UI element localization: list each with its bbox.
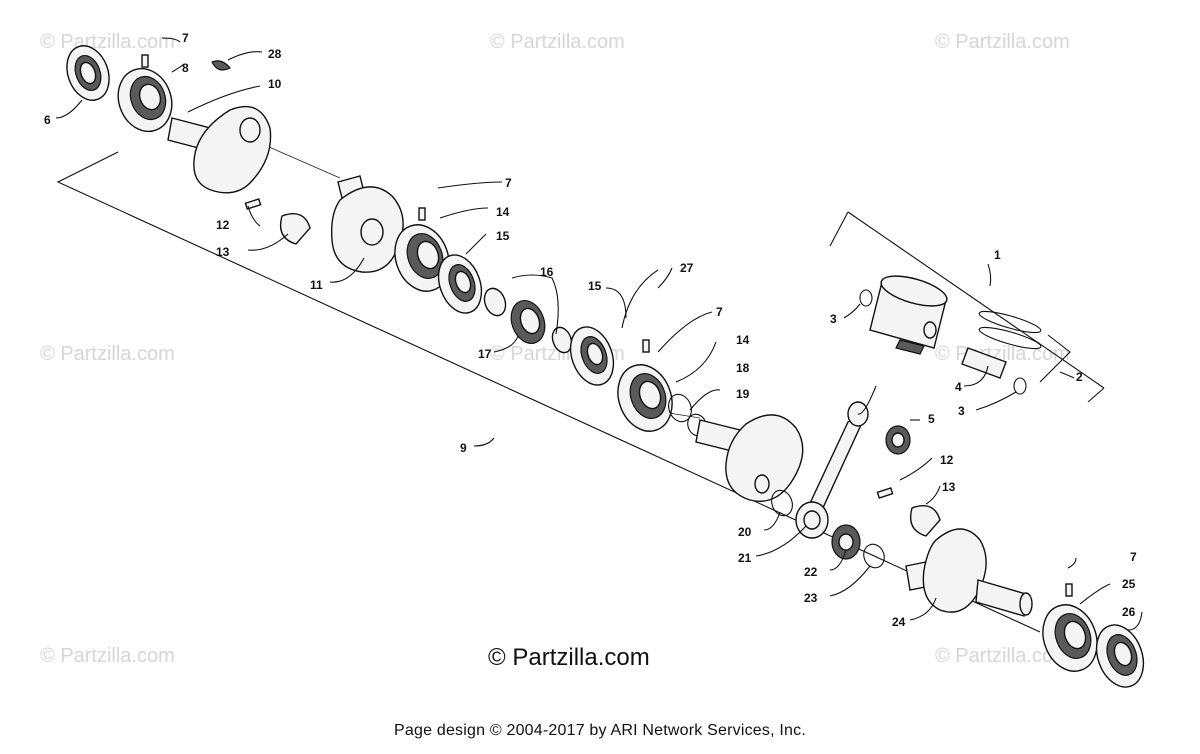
center-copyright: © Partzilla.com [488, 644, 650, 671]
woodruff-key [211, 60, 231, 71]
weight-plug-right [909, 505, 941, 537]
callout-2: 2 [1076, 370, 1083, 384]
callout-23: 23 [804, 591, 818, 605]
piston [869, 275, 948, 355]
needle-bearing-large [831, 524, 861, 560]
callout-25: 25 [1122, 577, 1136, 591]
ring-23 [863, 543, 885, 569]
needle-bearing-small [885, 425, 911, 455]
callout-26: 26 [1122, 605, 1136, 619]
watermark-mid-left: © Partzilla.com [40, 343, 175, 365]
callout-16: 16 [540, 265, 554, 279]
crank-shaft-right [905, 528, 1033, 617]
callout-8: 8 [182, 61, 189, 75]
callout-12-b: 12 [940, 453, 954, 467]
labyrinth-seal [510, 300, 546, 344]
callout-21: 21 [738, 551, 752, 565]
callout-15-a: 15 [496, 229, 510, 243]
callout-3-top: 3 [830, 312, 837, 326]
spacer-2 [551, 326, 573, 354]
bolt-right [876, 487, 894, 499]
ring-18 [668, 393, 692, 423]
callout-22: 22 [804, 565, 818, 579]
snap-ring [621, 269, 659, 329]
bearing-left [117, 67, 173, 133]
callout-13-a: 13 [216, 245, 230, 259]
callout-9: 9 [460, 441, 467, 455]
bolt-left [244, 198, 262, 210]
callout-11: 11 [310, 278, 323, 292]
weight-plug-left [279, 213, 311, 245]
callout-10: 10 [268, 77, 282, 91]
spacer-1 [483, 287, 507, 317]
oil-seal-left [66, 45, 110, 101]
callout-20: 20 [738, 525, 752, 539]
seal-center-1 [437, 254, 483, 314]
dowel-pin [141, 54, 149, 68]
piston-ring-2 [978, 326, 1042, 350]
bearing-center-2 [617, 364, 673, 432]
leader-lines [55, 37, 1143, 631]
callout-4: 4 [955, 380, 962, 394]
ring-bracket [1039, 334, 1071, 383]
callout-27: 27 [680, 261, 694, 275]
crankshaft-assembly-bracket [56, 151, 1041, 633]
callout-7-c: 7 [716, 305, 723, 319]
callout-6: 6 [44, 113, 51, 127]
piston-assembly-bracket [847, 211, 1105, 389]
seal-center-2 [569, 326, 615, 386]
ring-20 [771, 489, 793, 517]
callout-24: 24 [892, 615, 906, 629]
crank-half-right [330, 175, 404, 273]
watermark-bottom-left: © Partzilla.com [40, 645, 175, 667]
callout-3-bottom: 3 [958, 404, 965, 418]
watermark-top-right: © Partzilla.com [935, 31, 1070, 53]
callout-13-b: 13 [942, 480, 956, 494]
callout-14-b: 14 [736, 333, 750, 347]
callout-7-b: 7 [505, 176, 512, 190]
watermark-top-left: © Partzilla.com [40, 31, 175, 53]
circlip-left [859, 289, 873, 307]
connecting-rod [795, 401, 869, 539]
bracket-tick [829, 211, 849, 247]
callout-12-a: 12 [216, 218, 230, 232]
callout-14-a: 14 [496, 205, 510, 219]
bearing-right [1042, 604, 1098, 672]
watermarks: © Partzilla.com © Partzilla.com © Partzi… [40, 31, 1070, 667]
callout-1: 1 [994, 248, 1001, 262]
dowel-pin [418, 207, 426, 221]
bearing-center-1 [394, 224, 450, 292]
page-footer: Page design © 2004-2017 by ARI Network S… [394, 722, 806, 739]
dowel-pin [642, 339, 650, 353]
callout-15-b: 15 [588, 279, 602, 293]
dowel-pin [1065, 583, 1073, 597]
callout-19: 19 [736, 387, 750, 401]
circlip-right [1013, 377, 1027, 395]
callout-17: 17 [478, 347, 492, 361]
callout-7-d: 7 [1130, 550, 1137, 564]
piston-pin [961, 347, 1007, 379]
watermark-bottom-right: © Partzilla.com [935, 645, 1070, 667]
oil-seal-right [1095, 624, 1145, 688]
watermark-top-center: © Partzilla.com [490, 31, 625, 53]
crank-center-piece [695, 414, 804, 502]
crank-half-left [167, 105, 272, 194]
callout-5: 5 [928, 412, 935, 426]
callout-28: 28 [268, 47, 282, 61]
callouts: 1 2 3 3 4 5 6 7 7 7 7 8 9 10 11 12 12 13… [44, 31, 1137, 629]
callout-18: 18 [736, 361, 750, 375]
callout-7-a: 7 [182, 31, 189, 45]
bracket-tick [1087, 387, 1105, 403]
piston-ring-1 [978, 310, 1042, 334]
